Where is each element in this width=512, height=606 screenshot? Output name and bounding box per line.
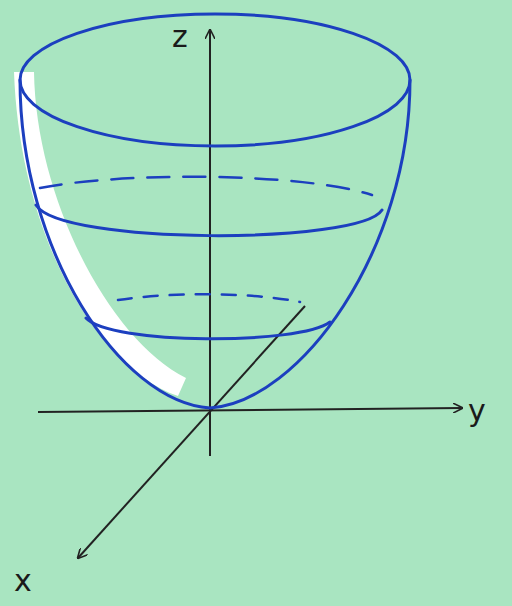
axis-label-y: y: [468, 396, 486, 426]
lower-ring: [86, 318, 330, 339]
x-axis: [78, 306, 305, 558]
paraboloid-side: [20, 80, 410, 408]
middle-ring: [36, 205, 382, 236]
z-axis: [209, 30, 211, 456]
axis-label-z: z: [172, 22, 188, 52]
top-rim: [20, 14, 410, 146]
middle-ring-back: [40, 177, 372, 195]
y-axis: [38, 408, 462, 412]
axis-label-x: x: [14, 566, 32, 596]
lower-ring-back: [118, 294, 300, 302]
